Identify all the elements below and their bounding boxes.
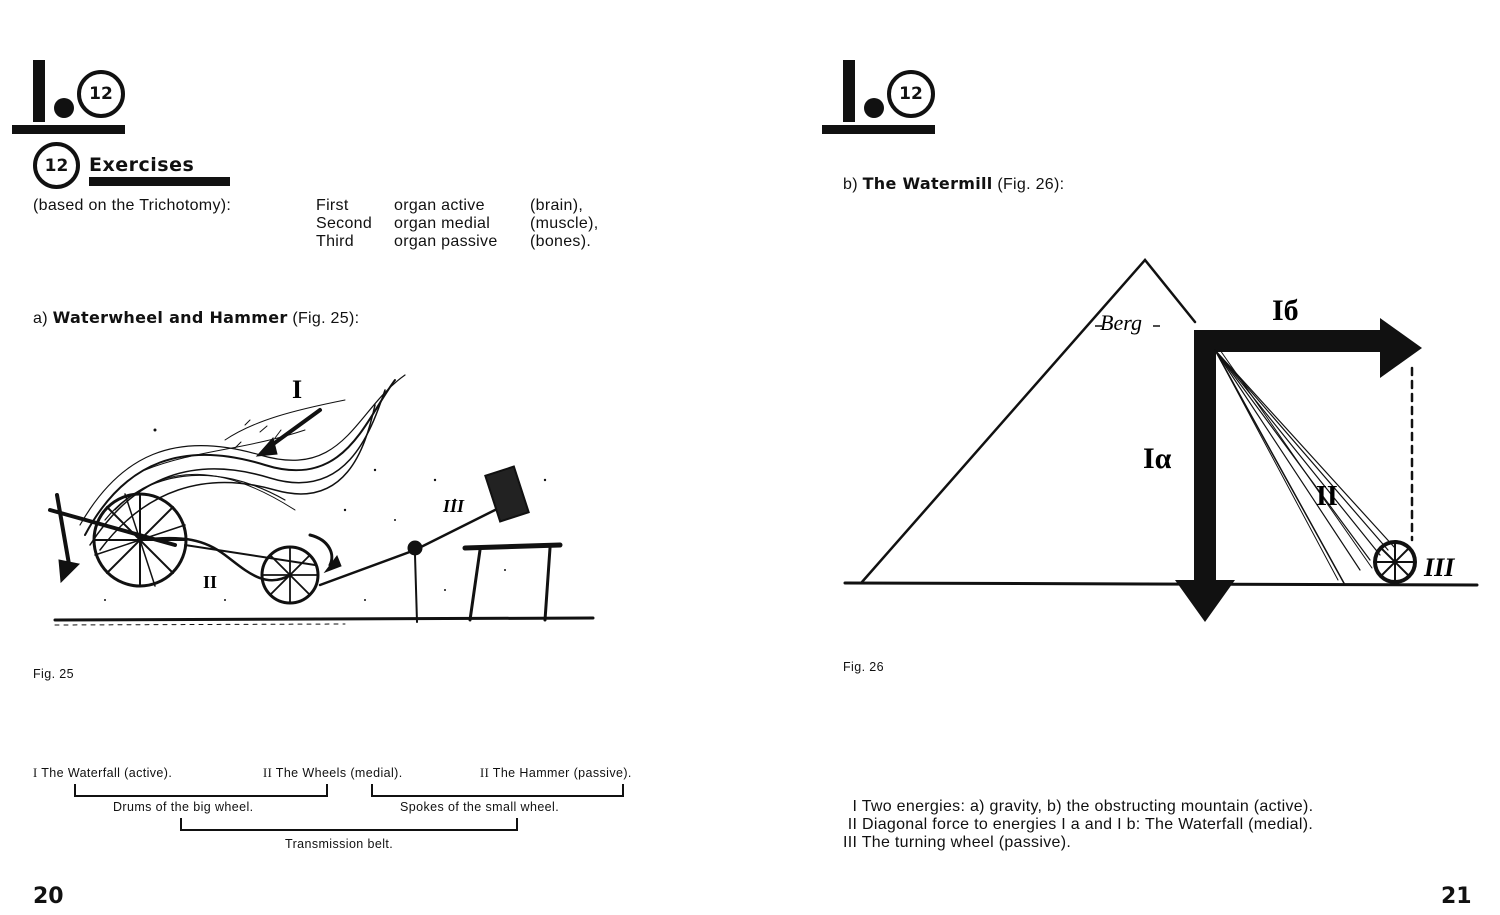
right-legend-line-2: II Diagonal force to energies I a and I … [843,816,1314,833]
legend-item-3: II The Hammer (passive). [480,766,632,781]
subsection-b-ref: (Fig. 26): [997,176,1065,193]
fig26-label-ia: Iα [1143,442,1172,475]
row2-organ: organ medial [394,215,491,232]
subsection-a-ref: (Fig. 25): [292,310,360,327]
logo-number: 12 [89,84,113,104]
fig26-label-berg: Berg [1100,310,1142,335]
right-legend-line-1: I Two energies: a) gravity, b) the obstr… [843,798,1314,815]
row1-part: (brain), [530,197,584,214]
section-number: 12 [44,155,69,176]
fig25-caption: Fig. 25 [33,667,75,681]
fig26-label-ii: II [1316,481,1338,512]
bracket-belt [180,818,518,831]
legend-item-2-numeral: II [263,766,273,780]
row3-part: (bones). [530,233,592,250]
bracket-belt-label: Transmission belt. [285,837,394,851]
section-title: Exercises [89,154,195,176]
row1-ordinal: First [316,197,349,214]
legend-item-2: II The Wheels (medial). [263,766,403,781]
subsection-a: a) Waterwheel and Hammer (Fig. 25): [33,308,359,328]
bracket-drums-label: Drums of the big wheel. [113,800,254,814]
subsection-b-title: The Watermill [862,174,993,193]
right-legend: I Two energies: a) gravity, b) the obstr… [843,798,1313,852]
page-number-left: 20 [33,884,64,909]
fig25-label-i: I [292,375,302,404]
fig26-label-iii: III [1423,553,1455,582]
logo-number-right: 12 [899,84,923,104]
legend-item-1-text: The Waterfall (active). [41,766,173,780]
row3-ordinal: Third [316,233,354,250]
fig25-label-iii: III [442,496,465,516]
row2-ordinal: Second [316,215,373,232]
subsection-b-prefix: b) [843,176,858,193]
legend-item-2-text: The Wheels (medial). [275,766,403,780]
row3-organ: organ passive [394,233,498,250]
page-number-right: 21 [1441,884,1472,909]
row2-part: (muscle), [530,215,599,232]
fig26-caption: Fig. 26 [843,660,885,674]
fig25-label-ii: II [203,572,217,592]
subsection-a-title: Waterwheel and Hammer [52,308,288,327]
legend-item-3-numeral: II [480,766,490,780]
right-legend-line-3: III The turning wheel (passive). [843,834,1072,851]
bracket-spokes [371,784,624,797]
subsection-b: b) The Watermill (Fig. 26): [843,174,1064,194]
trichotomy-table: First organ active (brain), Second organ… [316,197,640,251]
row1-organ: organ active [394,197,485,214]
subsection-a-prefix: a) [33,310,48,327]
fig26-label-ib: Iб [1272,294,1299,327]
figure-25-drawing: I II III [48,374,595,626]
bracket-spokes-label: Spokes of the small wheel. [400,800,560,814]
legend-item-1-numeral: I [33,766,38,780]
legend-item-3-text: The Hammer (passive). [492,766,632,780]
bracket-drums [74,784,328,797]
trichotomy-intro: (based on the Trichotomy): [33,197,232,214]
figure-26-drawing: Berg Iα Iб II III [843,258,1479,622]
legend-item-1: I The Waterfall (active). [33,766,172,781]
